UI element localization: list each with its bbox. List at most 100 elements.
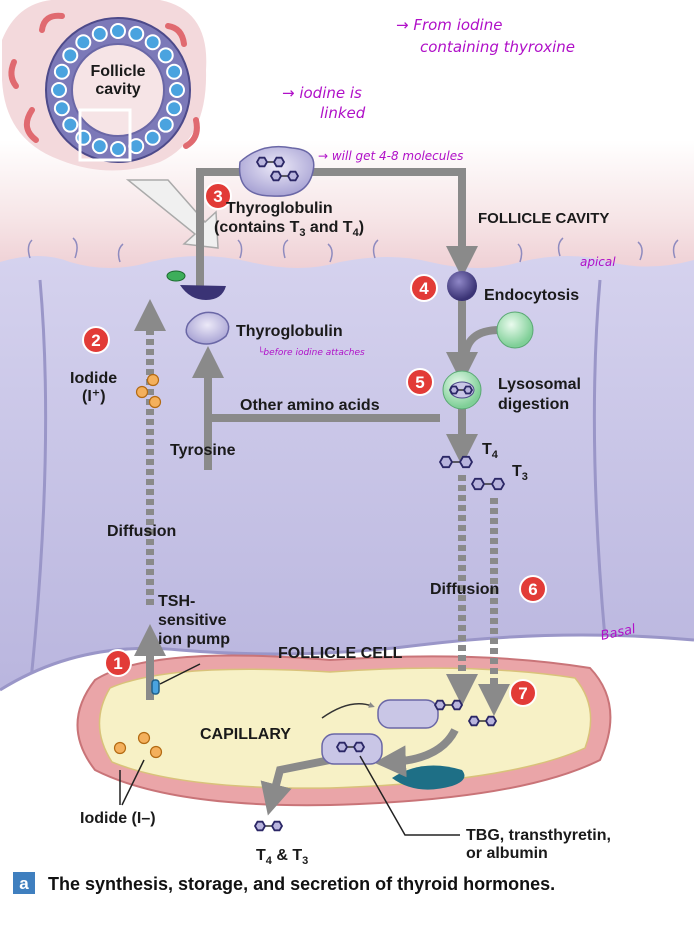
follicle-nucleus	[110, 141, 126, 157]
svg-text:1: 1	[113, 654, 122, 673]
iodide-channel	[166, 270, 186, 282]
ion-pump-leader	[159, 663, 201, 685]
svg-text:7: 7	[518, 684, 527, 703]
follicle-nucleus	[62, 47, 79, 64]
follicle-nucleus	[62, 116, 79, 133]
svg-text:2: 2	[91, 331, 100, 350]
tsh-pump-label-line1: TSH-	[158, 593, 195, 610]
svg-text:5: 5	[415, 373, 424, 392]
thyroglobulin-top-label: Thyroglobulin	[226, 200, 333, 217]
note-iodine-linked-line2: linked	[320, 104, 366, 122]
svg-text:4: 4	[419, 279, 429, 298]
follicle-nucleus	[110, 23, 126, 39]
t3-label: T3	[512, 463, 528, 483]
hormone-pair	[433, 699, 464, 711]
tsh-pump-label-line3: ion pump	[158, 631, 230, 648]
hormone-pair	[255, 156, 286, 168]
cell-borders	[28, 279, 612, 691]
follicle-nucleus	[157, 116, 174, 133]
step-badge-6: 6	[519, 575, 547, 603]
follicle-nucleus	[144, 34, 161, 51]
hormone-pair	[269, 170, 300, 182]
t4-label: T4	[482, 441, 499, 461]
note-from-iodine-line1: → From iodine	[396, 16, 502, 34]
follicle-nucleus	[169, 82, 185, 98]
iodide-ion	[148, 395, 162, 409]
thyroglobulin-cell-label: Thyroglobulin	[236, 323, 343, 340]
pathway-arrows	[134, 156, 510, 816]
hormone-released	[253, 820, 284, 832]
follicle-nucleus	[91, 25, 108, 42]
lysosomal-label-line1: Lysosomal	[498, 376, 581, 393]
thyroglobulin-contains-label: (contains T3 and T4)	[214, 219, 364, 239]
capillary-nucleus	[392, 765, 465, 790]
tbg-label-line1: TBG, transthyretin,	[466, 827, 611, 844]
basal-membrane	[0, 633, 694, 692]
zoom-arrow	[125, 179, 219, 249]
follicle-cell-label: FOLLICLE CELL	[278, 645, 403, 662]
step-badge-7: 7	[509, 679, 537, 707]
svg-text:3: 3	[213, 187, 222, 206]
follicle-nucleus	[166, 63, 183, 80]
iodide-ion	[113, 741, 127, 755]
lysosome-vesicle	[496, 311, 534, 349]
tsh-pump-label-line2: sensitive	[158, 612, 227, 629]
iodide-ion	[146, 373, 160, 387]
hormone-pair	[467, 715, 498, 727]
inset-label-line1: Follicle	[90, 63, 145, 80]
thyroglobulin-cell	[185, 311, 230, 345]
diffusion-left-label: Diffusion	[107, 523, 176, 540]
iodide-plus-label-line1: Iodide	[70, 370, 117, 387]
note-apical: apical	[580, 255, 616, 269]
step-badge-1: 1	[104, 649, 132, 677]
carrier-protein-bound	[321, 733, 383, 765]
follicle-nucleus	[51, 82, 67, 98]
step-badge-2: 2	[82, 326, 110, 354]
iodide-minus-label: Iodide (I–)	[80, 810, 156, 827]
iodide-ion	[135, 385, 149, 399]
hormone-bound	[335, 741, 366, 753]
capillary-label: CAPILLARY	[200, 726, 291, 743]
follicle-nucleus	[75, 34, 92, 51]
hormone-molecules	[253, 156, 506, 832]
inset-label-line2: cavity	[95, 81, 140, 98]
follicle-nucleus	[91, 138, 108, 155]
lysosomal-label-line2: digestion	[498, 396, 569, 413]
note-iodine-linked-line1: → iodine is	[282, 84, 362, 102]
tbg-leader	[359, 755, 460, 836]
hormone-pair	[448, 385, 474, 395]
iodide-plus-label-line2: (I⁺)	[82, 388, 106, 405]
iodide-ion	[137, 731, 151, 745]
step-badge-5: 5	[406, 368, 434, 396]
caption-text: The synthesis, storage, and secretion of…	[48, 874, 555, 894]
step-badges: 1 2 3 4 5 6 7	[82, 182, 547, 707]
follicle-nucleus	[53, 100, 70, 117]
step-badge-4: 4	[410, 274, 438, 302]
follicle-cell-region	[0, 256, 694, 700]
note-basal: Basal	[599, 622, 637, 644]
svg-text:6: 6	[528, 580, 537, 599]
iodide-leader	[119, 759, 145, 806]
note-from-iodine-line2: containing thyroxine	[420, 38, 575, 56]
follicle-nucleus	[53, 63, 70, 80]
note-before-iodine: └before iodine attaches	[258, 346, 365, 358]
microvilli	[27, 237, 679, 263]
tyrosine-label: Tyrosine	[170, 442, 236, 459]
exocytosis-vesicle	[180, 285, 226, 300]
step-badge-3: 3	[204, 182, 232, 210]
carrier-protein-empty	[377, 699, 439, 729]
iodide-ions	[113, 373, 163, 759]
follicle-nucleus	[166, 100, 183, 117]
binding-arrow	[321, 702, 375, 719]
follicle-nucleus	[128, 25, 145, 42]
follicle-inset: Follicle cavity	[2, 0, 207, 171]
tbg-label-line2: or albumin	[466, 845, 548, 862]
caption-letter: a	[19, 874, 29, 893]
follicle-cavity-label: FOLLICLE CAVITY	[478, 210, 609, 227]
hormone-t4	[438, 455, 474, 469]
follicle-nucleus	[157, 47, 174, 64]
t4-t3-label: T4 & T3	[256, 847, 308, 867]
other-amino-acids-label: Other amino acids	[240, 397, 380, 414]
